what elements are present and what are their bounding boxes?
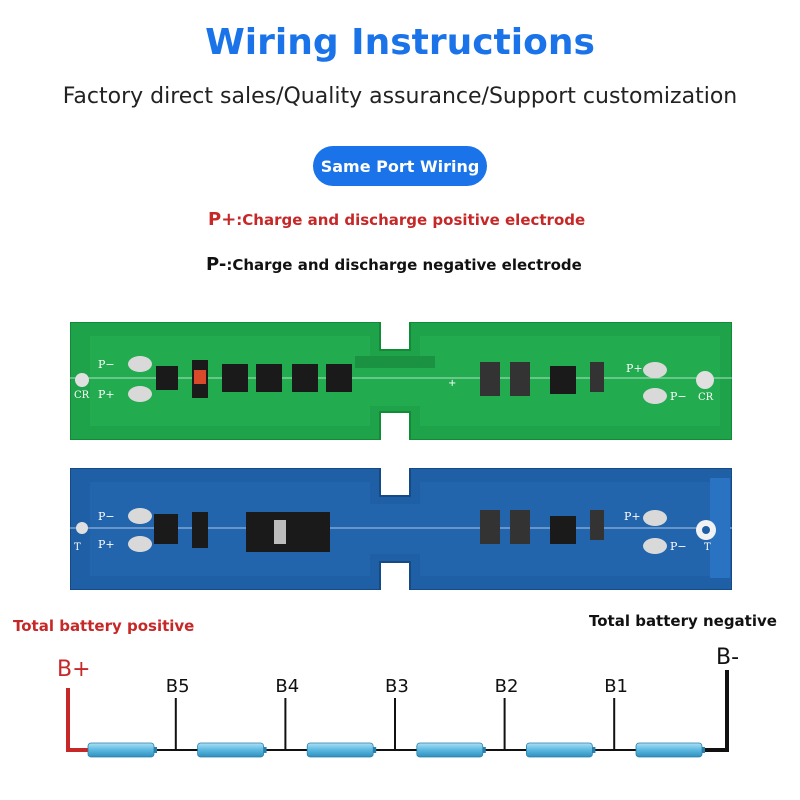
blue-p-plus-left-label: P+: [98, 538, 115, 551]
tap-label: B5: [166, 676, 190, 697]
p-plus-symbol: P+: [208, 209, 237, 230]
green-cr-right-label: CR: [698, 392, 714, 403]
p-minus-symbol: P-: [206, 254, 227, 275]
negative-lead-wire: [702, 670, 729, 752]
total-battery-positive-label: Total battery positive: [13, 617, 195, 635]
p-minus-description: P-:Charge and discharge negative electro…: [206, 254, 582, 275]
tap-label: B1: [604, 676, 628, 697]
green-plus-sign: +: [448, 378, 456, 389]
battery-cell: [197, 742, 265, 758]
badge-label: Same Port Wiring: [320, 156, 480, 176]
battery-cell: [526, 742, 593, 758]
battery-cell: [416, 742, 484, 758]
p-plus-description: P+:Charge and discharge positive electro…: [208, 209, 585, 230]
green-p-plus-left-label: P+: [98, 388, 115, 401]
positive-lead-wire: [66, 688, 88, 752]
tap-label: B4: [275, 676, 299, 697]
battery-cell-terminal: [482, 747, 486, 753]
page-subtitle: Factory direct sales/Quality assurance/S…: [62, 84, 738, 109]
green-p-plus-right-label: P+: [626, 362, 643, 375]
p-plus-text: :Charge and discharge positive electrode: [236, 211, 586, 229]
battery-cell-terminal: [373, 747, 377, 753]
battery-cell-terminal: [702, 747, 705, 753]
green-p-minus-label: P−: [98, 358, 115, 371]
blue-t-left-label: T: [74, 542, 81, 553]
battery-cell-terminal: [263, 747, 267, 753]
blue-pcb-board: P− P+ T P+ P− T: [70, 468, 732, 590]
battery-cell-terminal: [154, 747, 157, 753]
page-title: Wiring Instructions: [205, 22, 595, 63]
blue-t-right-label: T: [704, 542, 711, 553]
battery-cell-terminal: [592, 747, 596, 753]
blue-p-plus-right-label: P+: [624, 510, 641, 523]
battery-wiring-diagram: B+ B- B5 B4 B3 B2 B1: [57, 645, 739, 758]
tap-label: B3: [385, 676, 409, 697]
green-pcb-board: P− P+ CR P+ P− CR +: [70, 322, 732, 440]
total-battery-negative-label: Total battery negative: [589, 612, 777, 630]
b-plus-label: B+: [57, 657, 91, 682]
green-cr-left-label: CR: [74, 390, 90, 401]
b-minus-label: B-: [716, 645, 739, 670]
battery-cell: [87, 742, 155, 758]
battery-cell: [635, 742, 703, 758]
tap-label: B2: [495, 676, 519, 697]
green-p-minus-right-label: P−: [670, 390, 687, 403]
p-minus-text: :Charge and discharge negative electrode: [226, 256, 582, 274]
same-port-wiring-badge: Same Port Wiring: [313, 146, 487, 186]
blue-p-minus-label: P−: [98, 510, 115, 523]
blue-p-minus-right-label: P−: [670, 540, 687, 553]
battery-cell: [306, 742, 374, 758]
